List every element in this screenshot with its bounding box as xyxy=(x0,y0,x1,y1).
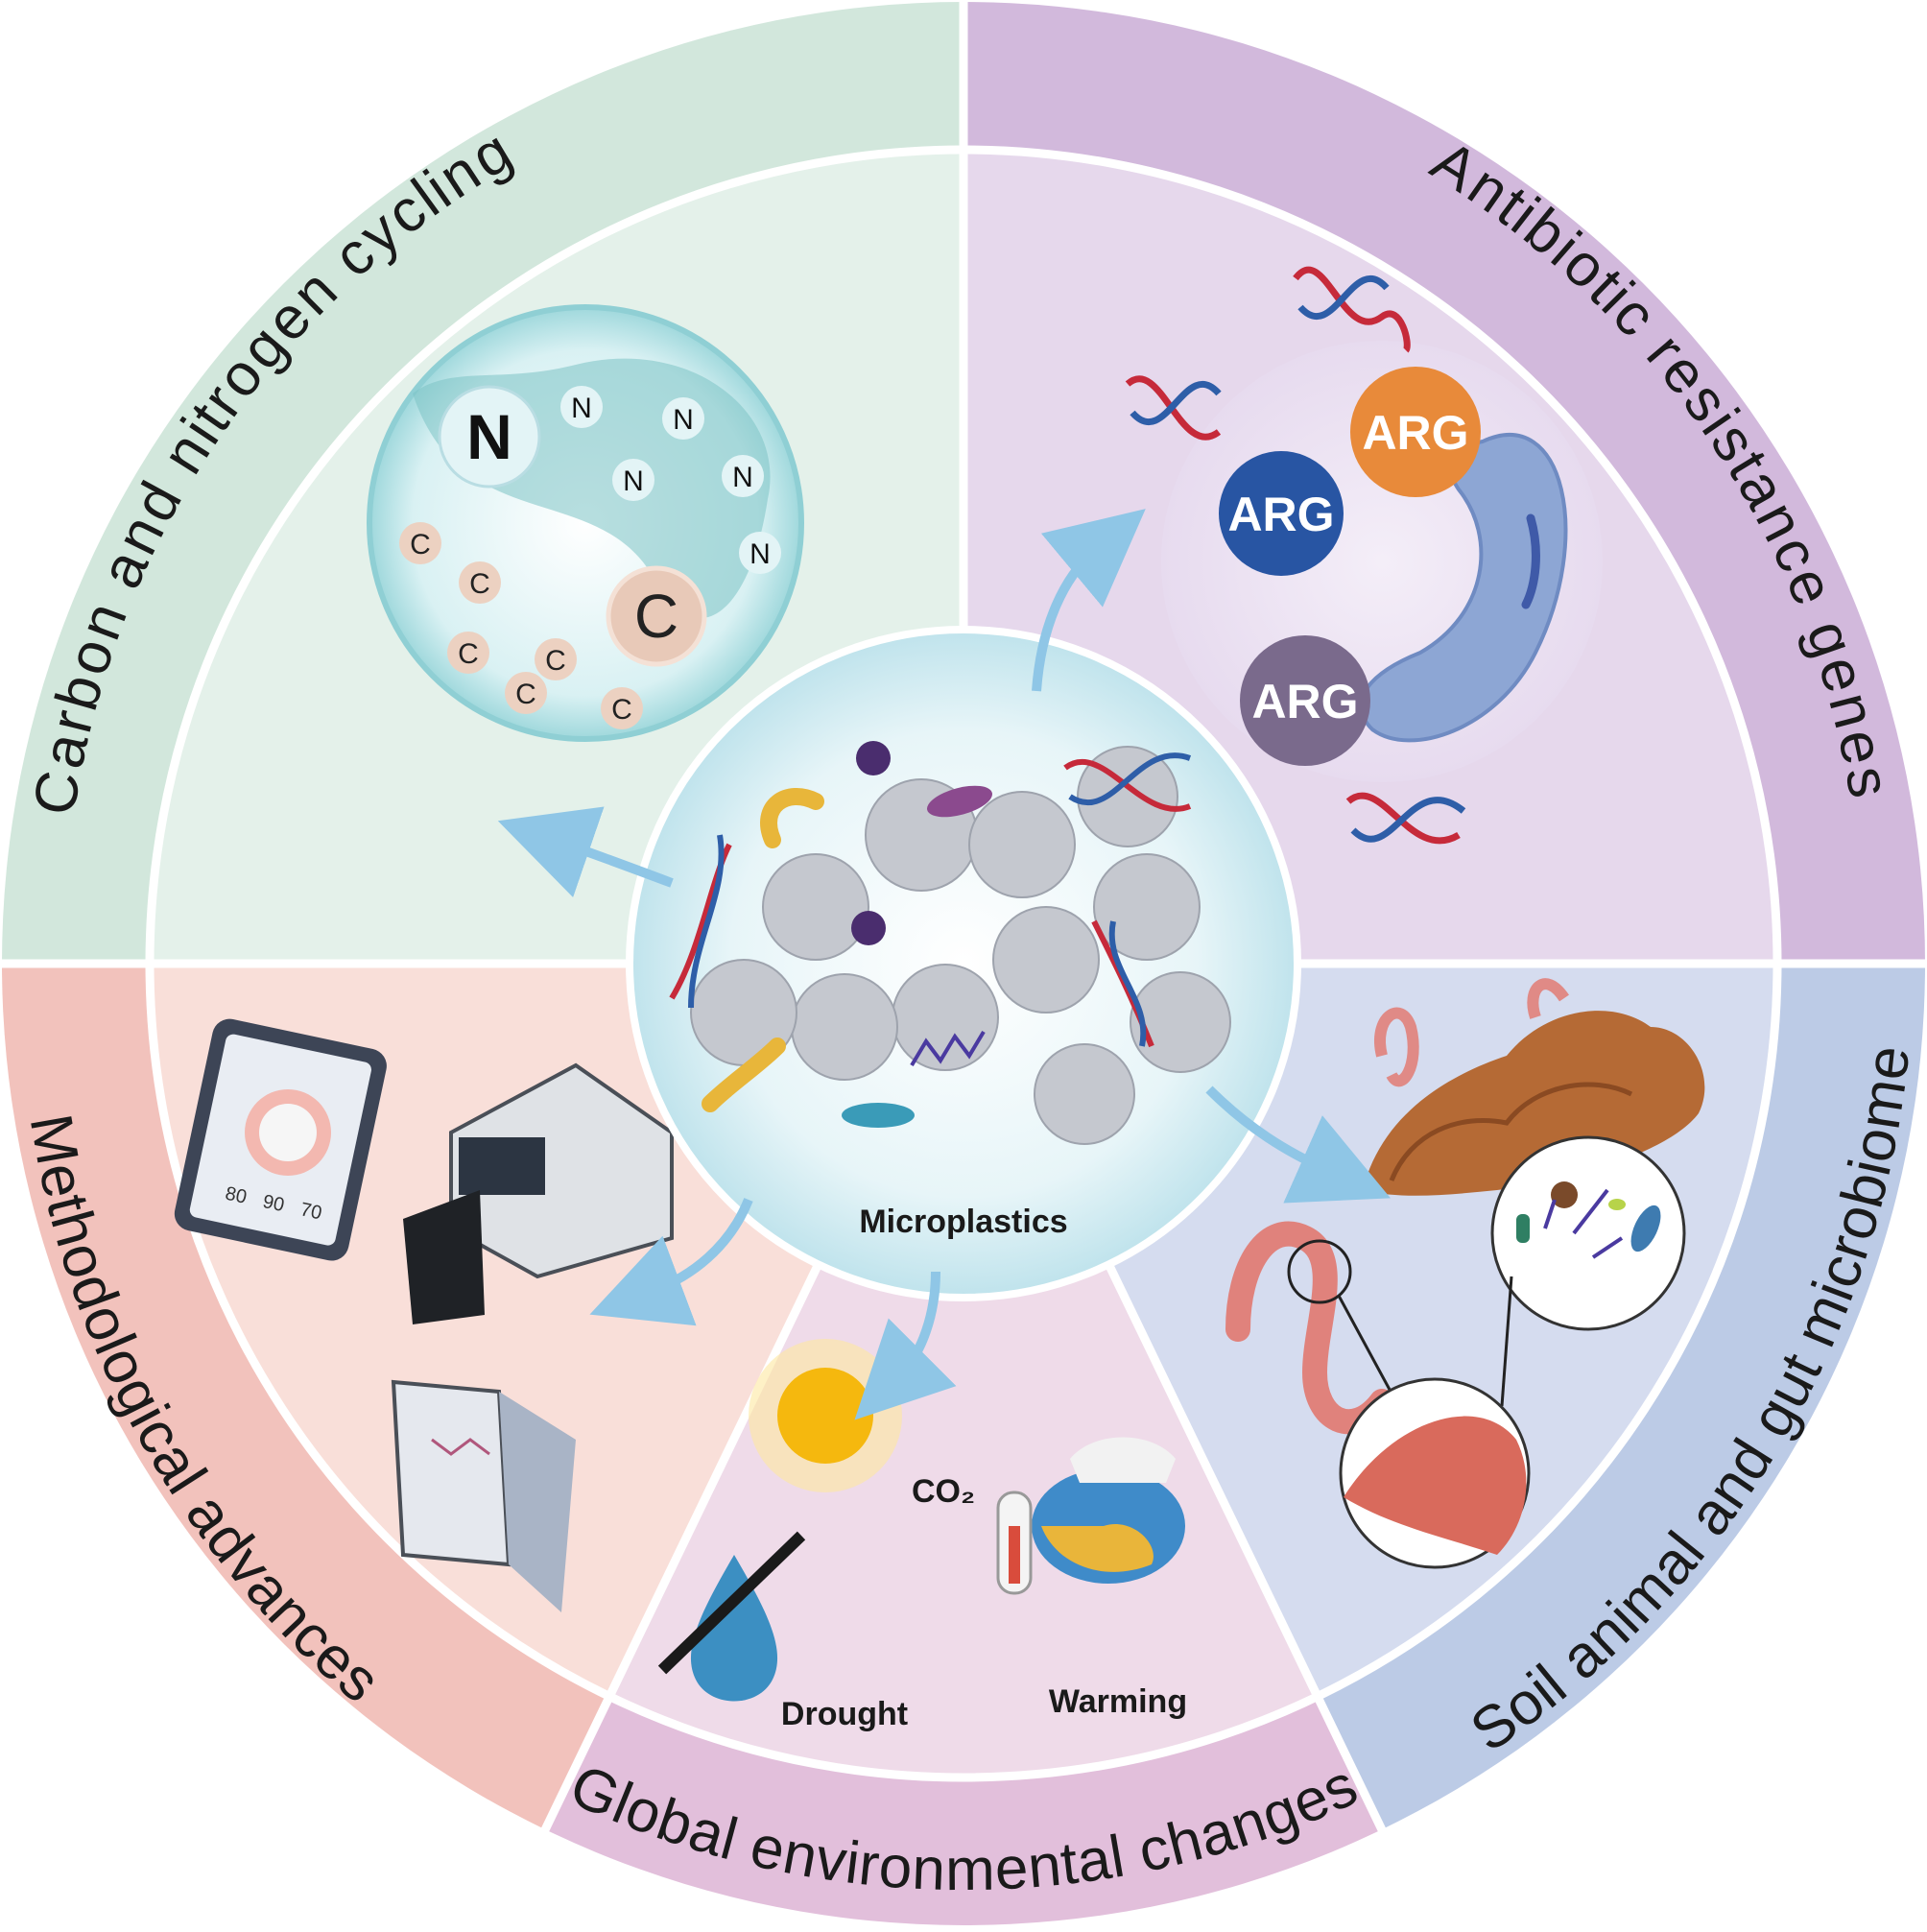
svg-text:ARG: ARG xyxy=(1362,406,1468,460)
arg-bubble-orange xyxy=(1350,367,1481,497)
co2-label: CO₂ xyxy=(912,1473,975,1510)
big-n-letter: N xyxy=(466,401,512,472)
sun-icon xyxy=(749,1339,902,1492)
big-n-bubble xyxy=(438,385,541,489)
no-water-slash xyxy=(657,1531,806,1675)
center-dna-strands xyxy=(669,752,1192,1048)
svg-text:ARG: ARG xyxy=(1227,488,1334,541)
water-drop-icon xyxy=(690,1555,778,1702)
global-env-illustration: CO₂ Drought Warming xyxy=(657,1339,1187,1732)
big-c-letter: C xyxy=(634,582,678,651)
methodological-illustration: 80 90 70 xyxy=(174,1018,674,1612)
svg-text:C: C xyxy=(545,645,566,677)
soil-animal-illustration xyxy=(1225,978,1705,1569)
center-microplastics: Microplastics xyxy=(626,626,1301,1301)
svg-text:90: 90 xyxy=(261,1191,286,1216)
arg-bubble-blue xyxy=(1219,451,1344,576)
antibiotic-illustration: ARG ARG ARG xyxy=(1125,266,1603,845)
sequencer-machine-icon xyxy=(403,1062,674,1324)
svg-text:C: C xyxy=(611,694,632,726)
flow-arrows xyxy=(497,509,1391,1420)
arrow-to-soil xyxy=(1205,1085,1391,1204)
center-microbes xyxy=(702,741,993,1128)
svg-text:C: C xyxy=(458,638,479,670)
big-c-bubble xyxy=(606,565,707,667)
warming-label: Warming xyxy=(1049,1683,1187,1720)
svg-text:C: C xyxy=(469,568,490,600)
small-n-bubbles: N N N N N xyxy=(560,386,781,574)
svg-text:C: C xyxy=(515,679,536,710)
arg-bubble-purple xyxy=(1240,635,1370,766)
svg-text:N: N xyxy=(673,404,694,436)
dna-helix-icons xyxy=(1125,266,1466,845)
arrow-to-method xyxy=(589,1198,753,1326)
svg-text:80: 80 xyxy=(224,1183,249,1208)
small-c-bubbles: C C C C C C xyxy=(399,522,643,729)
laptop-icon xyxy=(391,1379,576,1612)
carbon-nitrogen-illustration: N N N N N N C C C C C C C xyxy=(367,304,804,742)
svg-text:N: N xyxy=(623,465,644,497)
drought-label: Drought xyxy=(781,1696,908,1732)
arrow-to-global xyxy=(854,1271,957,1420)
svg-text:C: C xyxy=(410,529,431,561)
svg-text:70: 70 xyxy=(298,1199,323,1224)
tablet-icon: 80 90 70 xyxy=(174,1018,387,1261)
center-label: Microplastics xyxy=(859,1204,1067,1240)
svg-text:N: N xyxy=(749,538,771,570)
svg-text:ARG: ARG xyxy=(1251,675,1358,728)
earthworm-icon xyxy=(1225,1221,1394,1435)
arrow-to-carbon xyxy=(497,806,674,898)
arrow-to-antibiotic xyxy=(1032,509,1146,692)
microbe-lens xyxy=(1490,1135,1686,1331)
svg-text:N: N xyxy=(571,393,592,424)
svg-text:N: N xyxy=(732,462,753,493)
warming-globe-icon xyxy=(996,1437,1185,1595)
